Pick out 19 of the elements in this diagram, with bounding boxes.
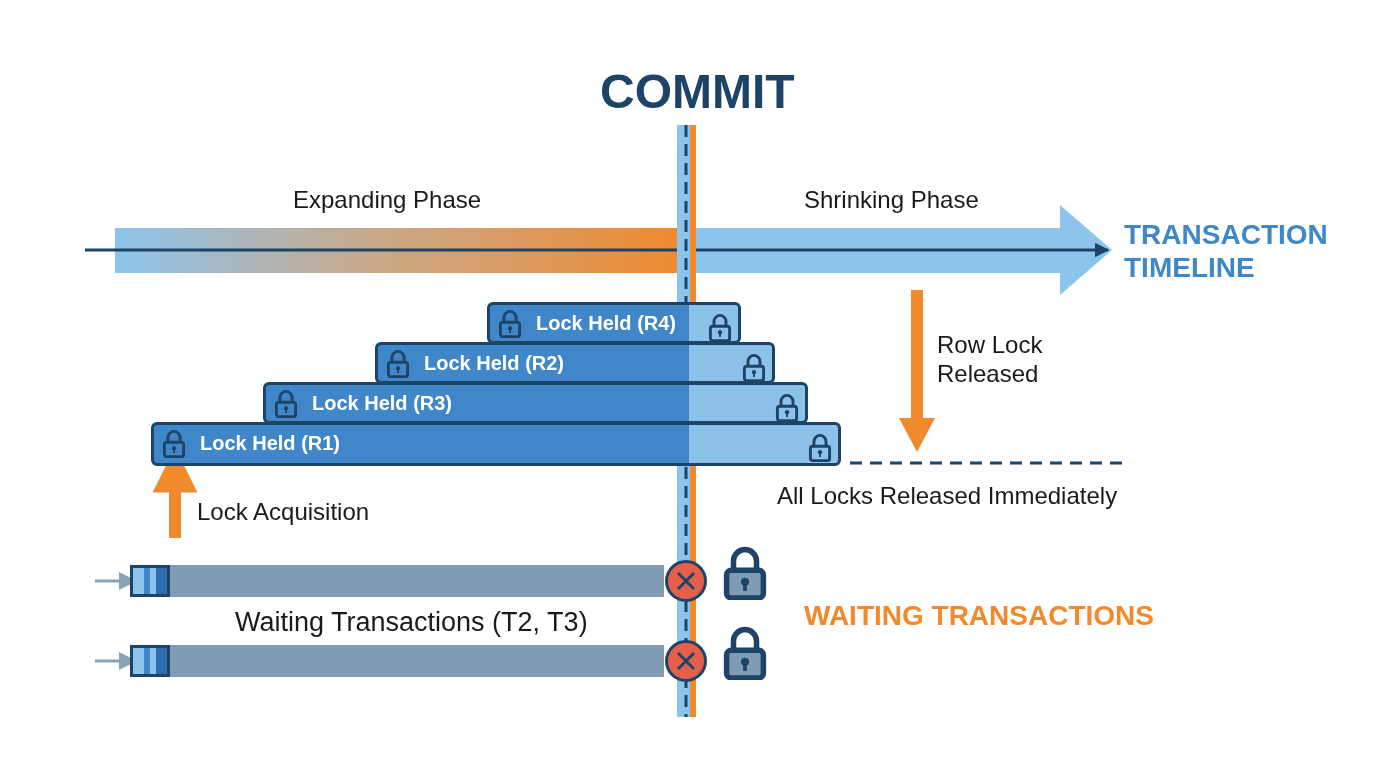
waiting-bar xyxy=(130,565,664,597)
lock-bar xyxy=(151,422,841,466)
bar-label: Lock Held (R2) xyxy=(424,352,565,375)
title: COMMIT xyxy=(600,64,795,119)
bar-label: Lock Held (R4) xyxy=(536,312,677,335)
text-label: Row Lock Released xyxy=(937,330,1044,388)
edge-label: Lock Acquisition xyxy=(197,498,370,526)
text-label: Waiting Transactions (T2, T3) xyxy=(235,607,588,638)
lock-bar xyxy=(263,382,808,424)
text-label: Shrinking Phase xyxy=(804,186,979,214)
text-label: All Locks Released Immediately xyxy=(777,482,1118,510)
section-heading: TRANSACTION TIMELINE xyxy=(1124,218,1324,284)
bar-label: Lock Held (R1) xyxy=(200,432,341,455)
lock-bar xyxy=(375,342,775,384)
section-heading: WAITING TRANSACTIONS xyxy=(804,600,1154,632)
text-label: Expanding Phase xyxy=(293,186,482,214)
bar-label: Lock Held (R3) xyxy=(312,392,453,415)
lock-bar xyxy=(487,302,741,344)
waiting-bar xyxy=(130,645,664,677)
